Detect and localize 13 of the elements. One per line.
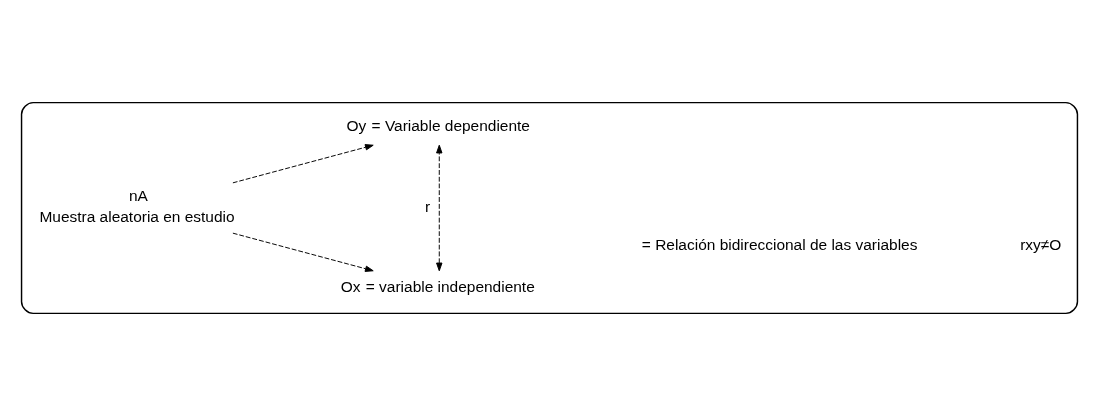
arrow [436, 144, 443, 272]
edge-label: r [425, 197, 431, 215]
cluster [20, 101, 1079, 315]
arrow [232, 144, 374, 184]
label: rxy≠O [1020, 236, 1062, 254]
label: = Relación bidireccional de las variables [641, 236, 918, 254]
node-text: Ox [340, 277, 361, 295]
arrow [232, 232, 374, 272]
node-label: Muestra aleatoria en estudio [39, 208, 235, 226]
node-text: nA [128, 187, 148, 205]
node-text: Oy [346, 117, 367, 135]
node-label: = Variable dependiente [371, 117, 530, 135]
node-label: = variable independiente [365, 277, 535, 295]
